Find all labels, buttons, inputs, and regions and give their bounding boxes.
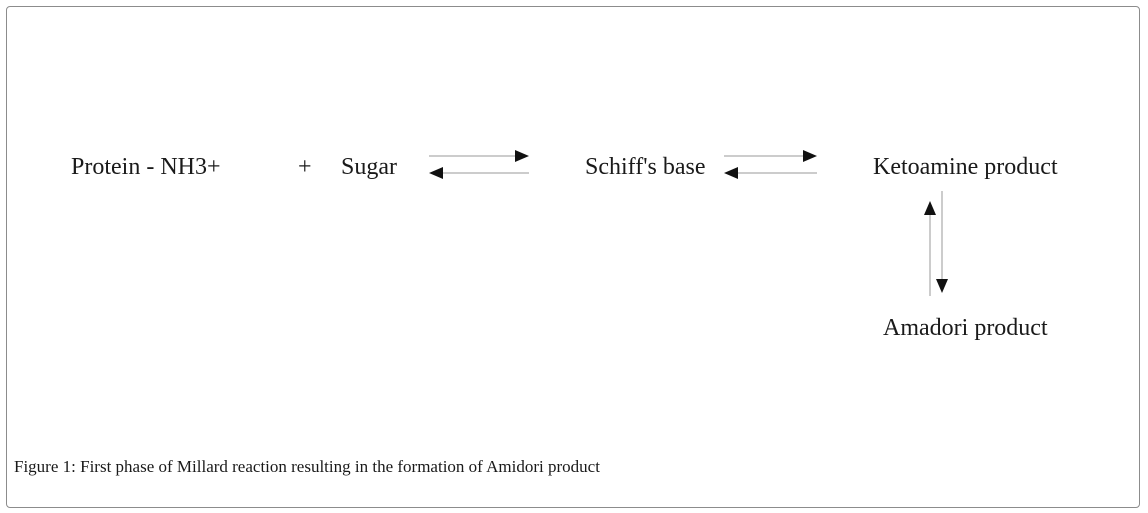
equilibrium-arrow-schiff-ketoamine bbox=[724, 150, 817, 179]
node-ketoamine-product: Ketoamine product bbox=[873, 154, 1058, 180]
figure-frame: Protein - NH3+ + Sugar Schiff's base Ket… bbox=[6, 6, 1140, 508]
figure-caption: Figure 1: First phase of Millard reactio… bbox=[14, 456, 600, 478]
figure-caption-text: First phase of Millard reaction resultin… bbox=[75, 457, 600, 476]
equilibrium-arrow-ketoamine-amadori bbox=[924, 191, 948, 296]
node-schiffs-base: Schiff's base bbox=[585, 154, 706, 180]
node-amadori-product: Amadori product bbox=[883, 315, 1048, 341]
node-sugar: Sugar bbox=[341, 154, 397, 180]
figure-caption-label: Figure 1: bbox=[14, 457, 76, 476]
equilibrium-arrow-sugar-schiff bbox=[429, 150, 529, 179]
plus-sign: + bbox=[298, 154, 312, 180]
node-protein-nh3: Protein - NH3+ bbox=[71, 154, 221, 180]
